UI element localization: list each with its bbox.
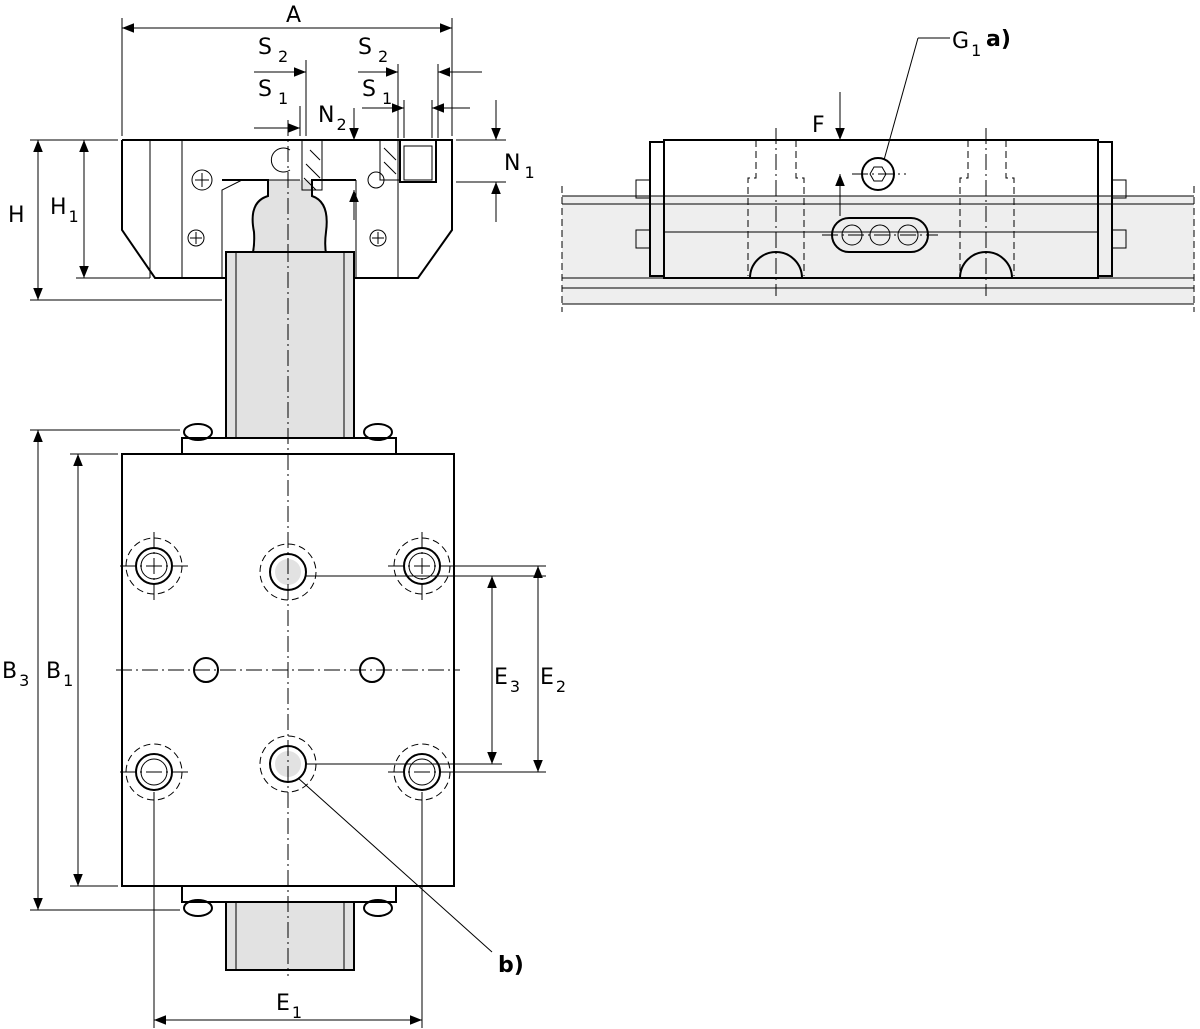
threaded-bore — [399, 139, 437, 183]
note-b: b) — [498, 953, 524, 978]
screw-icon — [187, 229, 205, 247]
screw-cross — [195, 173, 209, 187]
ball — [749, 251, 803, 279]
rail-side — [562, 196, 1194, 304]
lube-nipple — [363, 423, 393, 441]
screw-cross — [372, 232, 384, 244]
rail-bottom — [225, 901, 355, 971]
dim-label-H: H — [8, 203, 25, 228]
end-seal-bottom — [181, 885, 397, 903]
rail-top — [225, 251, 355, 439]
lube-nipple — [635, 229, 651, 249]
leader-line — [883, 37, 919, 161]
carriage-body — [121, 139, 453, 279]
leader-line — [297, 777, 493, 953]
lube-nipple — [635, 179, 651, 199]
hidden-bore — [959, 140, 1015, 276]
screw-icon — [191, 169, 213, 191]
lube-port — [270, 147, 291, 173]
lube-nipple — [363, 899, 393, 917]
end-seal-left — [649, 141, 665, 277]
dim-label-F: F — [812, 113, 825, 138]
note-a: a) — [986, 27, 1011, 52]
slot-hole — [897, 224, 919, 246]
lube-nipple — [183, 899, 213, 917]
section-hatch — [301, 140, 323, 191]
lube-nipple — [1111, 179, 1127, 199]
hole-thread — [275, 751, 301, 777]
end-seal-top — [181, 437, 397, 455]
lube-nipple — [1111, 229, 1127, 249]
end-seal-right — [1097, 141, 1113, 277]
ball — [959, 251, 1013, 279]
screw-icon — [369, 229, 387, 247]
screw-icon — [367, 171, 385, 189]
hidden-bore — [747, 140, 805, 276]
hole-counterbore — [259, 543, 317, 601]
section-hatch — [379, 140, 401, 181]
screw-cross — [190, 232, 202, 244]
dim-label-A: A — [286, 3, 301, 28]
lube-nipple — [183, 423, 213, 441]
threaded-bore-inner — [403, 145, 433, 181]
